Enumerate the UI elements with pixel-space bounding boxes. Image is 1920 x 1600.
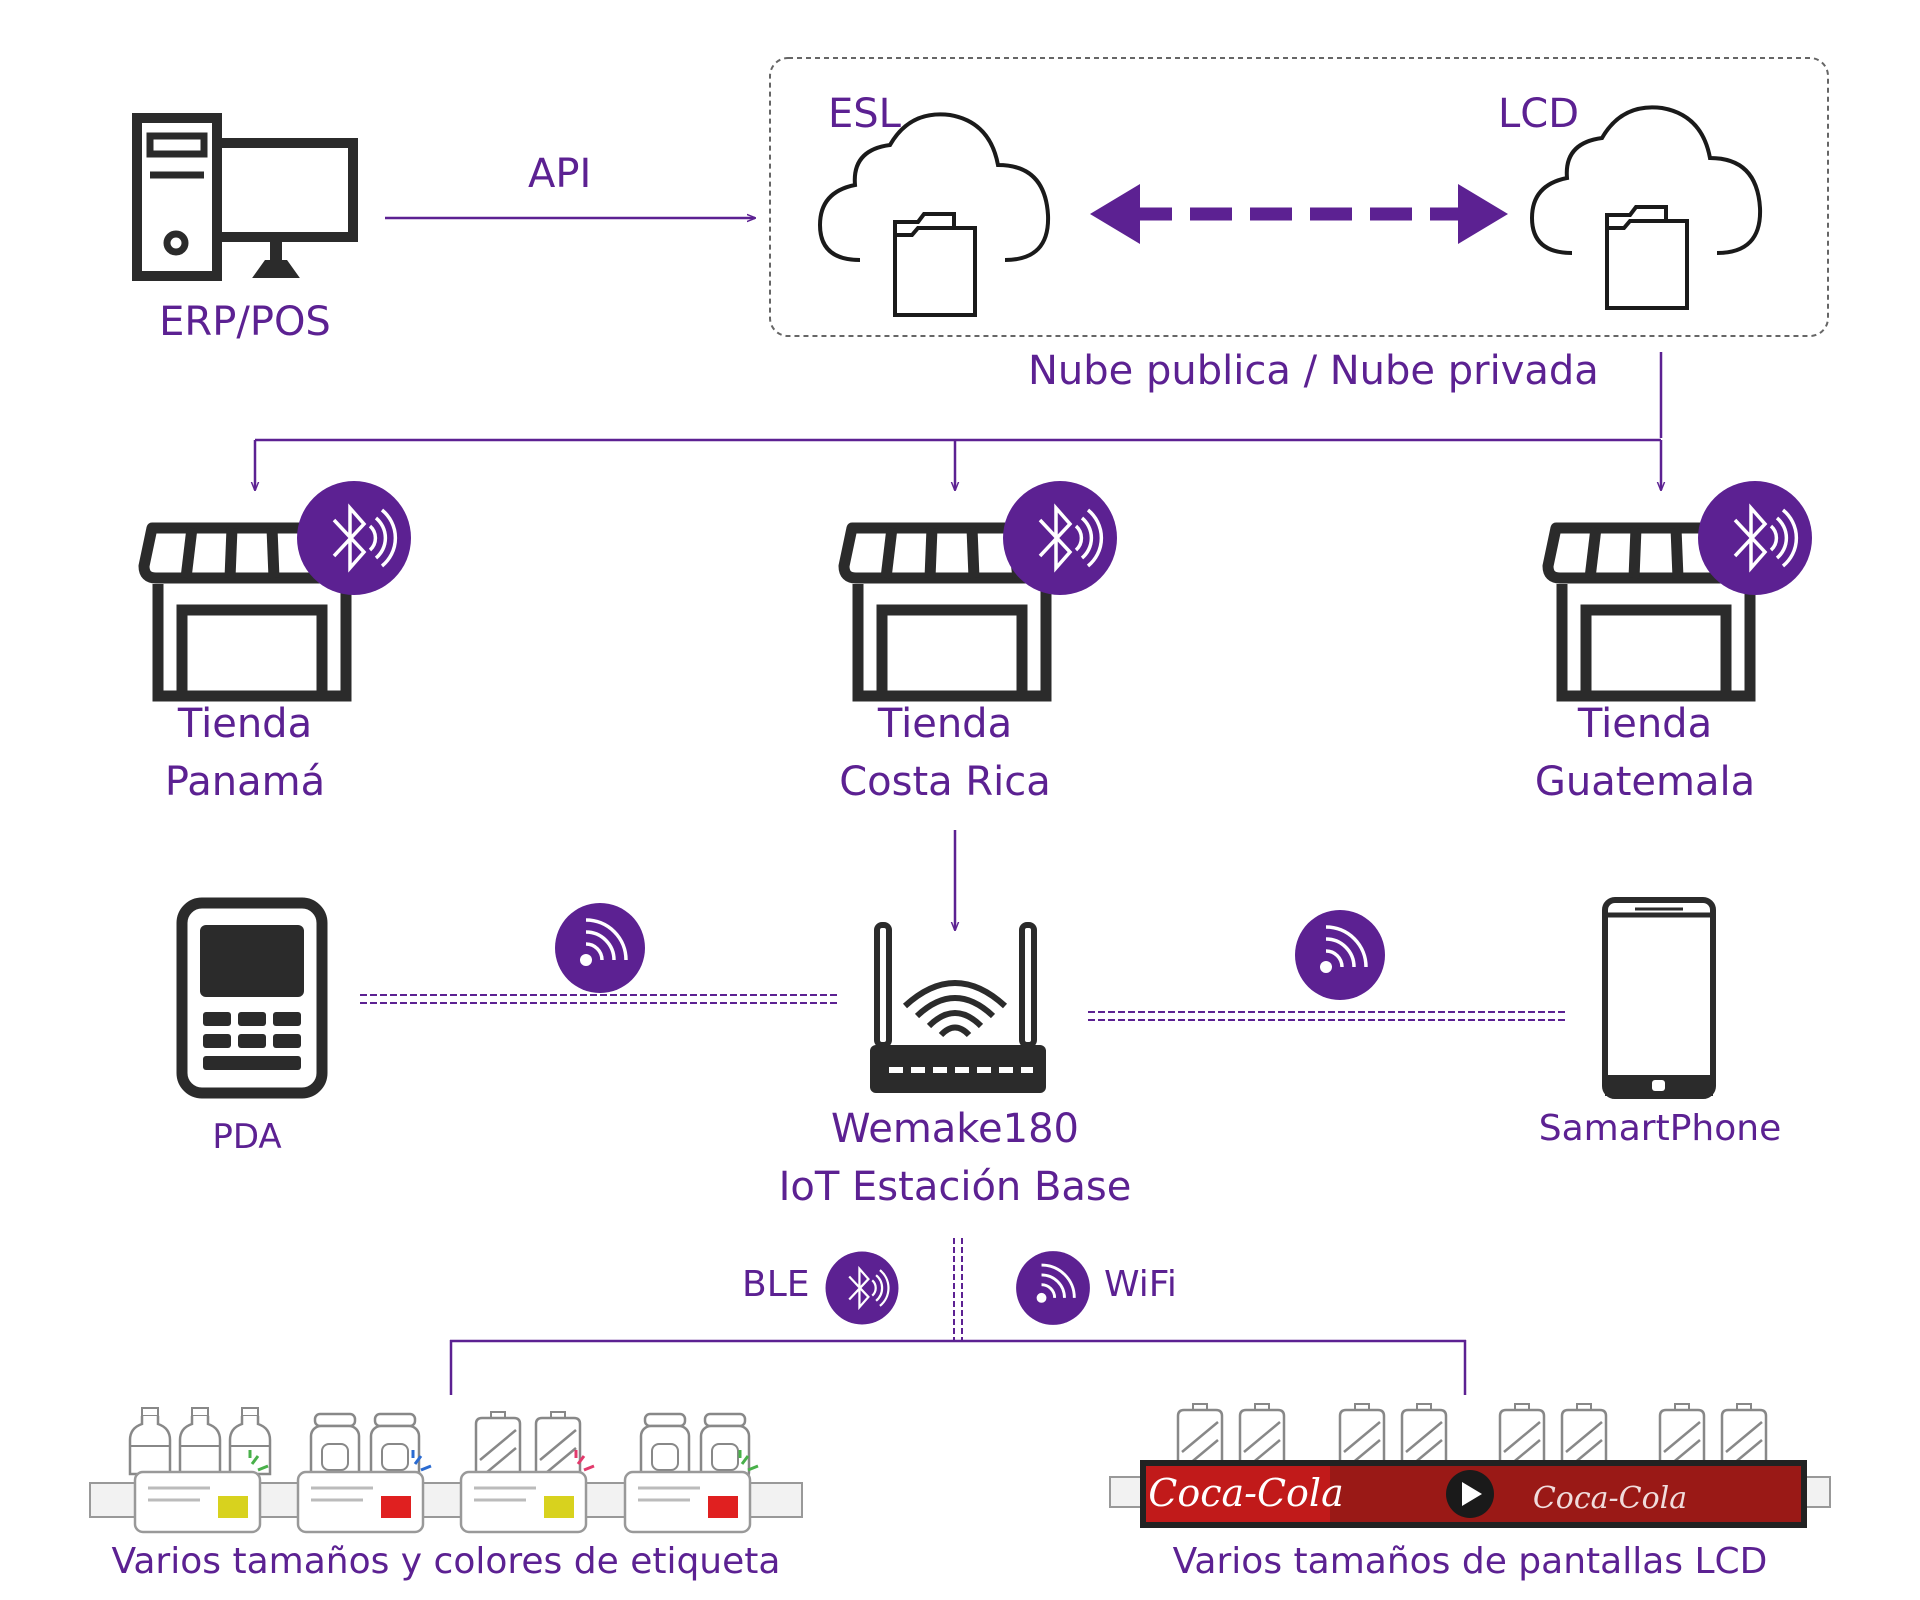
ble-label: BLE (742, 1264, 810, 1305)
cloud-esl-label: ESL (828, 91, 901, 137)
store-panama-line1: Tienda (177, 701, 313, 747)
cloud-caption: Nube publica / Nube privada (1028, 348, 1599, 394)
lcd-brand-left: Coca-Cola (1148, 1471, 1344, 1515)
lcd-caption: Varios tamaños de pantallas LCD (1172, 1541, 1768, 1582)
esl-label (623, 1450, 759, 1534)
router-icon (870, 922, 1046, 1093)
cloud-lcd-label: LCD (1498, 91, 1580, 137)
base-station-line1: Wemake180 (831, 1106, 1079, 1152)
smartphone-label: SamartPhone (1538, 1108, 1782, 1149)
api-label: API (528, 151, 592, 197)
bluetooth-signal-icon (824, 1250, 900, 1326)
distribution-lines (255, 352, 1661, 490)
pda-icon (176, 897, 328, 1099)
erp-pos-label: ERP/POS (159, 299, 331, 345)
wifi-signal-icon (1293, 908, 1387, 1002)
pda-wifi-link (360, 994, 840, 1004)
esl-label (296, 1450, 432, 1534)
esl-label (133, 1450, 269, 1534)
smartphone-icon (1602, 897, 1716, 1099)
bluetooth-signal-icon (295, 479, 413, 597)
store-panama-line2: Panamá (164, 759, 326, 805)
base-station-line2: IoT Estación Base (778, 1164, 1132, 1210)
store-costarica-line2: Costa Rica (839, 759, 1051, 805)
store-guatemala-line1: Tienda (1577, 701, 1713, 747)
bluetooth-signal-icon (1001, 479, 1119, 597)
play-icon (1446, 1470, 1494, 1518)
esl-label (459, 1450, 595, 1534)
esl-caption: Varios tamaños y colores de etiqueta (111, 1541, 781, 1582)
desktop-computer-icon (132, 113, 358, 281)
cloud-folder-icon (818, 112, 1051, 317)
store-guatemala-line2: Guatemala (1534, 759, 1756, 805)
pda-label: PDA (212, 1117, 282, 1157)
bluetooth-signal-icon (1696, 479, 1814, 597)
phone-wifi-link (1088, 1011, 1568, 1021)
wifi-signal-icon (1014, 1249, 1092, 1327)
wifi-signal-icon (553, 901, 647, 995)
lcd-brand-right: Coca-Cola (1533, 1481, 1687, 1516)
store-costarica-line1: Tienda (877, 701, 1013, 747)
base-downlink (449, 1238, 1467, 1395)
wifi-label: WiFi (1104, 1264, 1177, 1305)
sync-double-arrow (1090, 184, 1508, 244)
cloud-group-box (769, 57, 1829, 337)
